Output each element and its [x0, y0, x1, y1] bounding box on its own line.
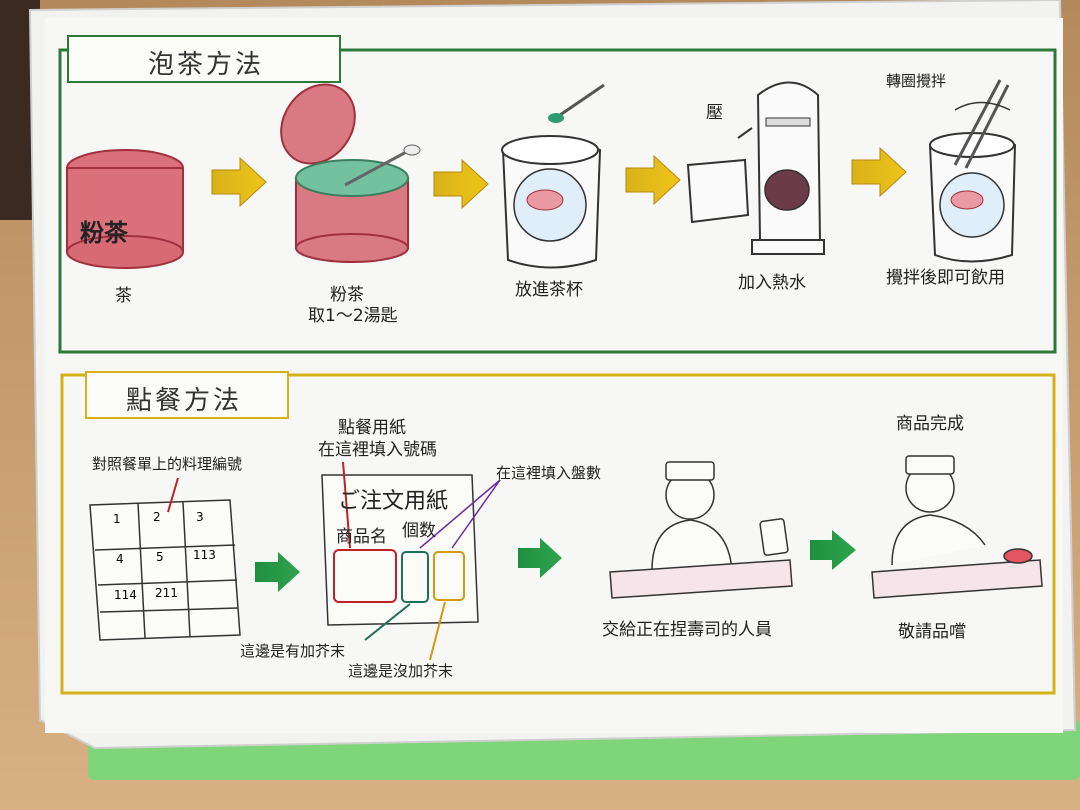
stirring-cup-icon [928, 79, 1017, 263]
order-section-tab [85, 371, 289, 419]
tea-step-2-label: 粉茶 [330, 285, 364, 305]
tea-section-tab [67, 35, 341, 83]
menu-number: 113 [193, 548, 216, 562]
tea-section-title: 泡茶方法 [148, 50, 265, 80]
handover-label: 交給正在捏壽司的人員 [602, 620, 772, 640]
pointer-arrow [364, 603, 411, 641]
menu-number: 3 [196, 510, 204, 524]
menu-number: 5 [156, 550, 164, 564]
open-can-icon [280, 83, 421, 263]
tea-step-3-label: 放進茶杯 [515, 280, 583, 300]
order-section-title: 點餐方法 [126, 386, 243, 416]
menu-number: 1 [113, 512, 121, 526]
order-form-icon [321, 474, 479, 626]
tea-step-4-label: 加入熱水 [738, 273, 806, 293]
form-col-count: 個数 [402, 521, 436, 541]
wasabi-no-label: 這邊是沒加芥末 [348, 662, 454, 680]
pointer-arrow [342, 461, 351, 549]
tea-step-1-label: 茶 [115, 286, 132, 306]
menu-number: 4 [116, 552, 124, 566]
form-title: ご注文用紙 [338, 489, 449, 514]
menu-number: 2 [153, 510, 161, 524]
arrow-icon [518, 538, 562, 578]
tea-step-2-sublabel: 取1～2湯匙 [308, 306, 398, 326]
order-section-frame [60, 373, 1056, 695]
arrow-icon [211, 156, 267, 208]
tea-cup-icon [501, 83, 605, 269]
arrow-icon [433, 158, 489, 210]
can-text: 粉茶 [80, 219, 128, 247]
arrow-icon [255, 552, 300, 592]
pointer-arrow [167, 477, 179, 513]
menu-label: 對照餐單上的料理編號 [92, 455, 243, 473]
menu-number: 211 [155, 586, 178, 600]
pointer-arrow [429, 601, 446, 661]
menu-number: 114 [114, 588, 137, 602]
enjoy-label: 敬請品嚐 [898, 622, 966, 642]
menu-grid-icon [89, 499, 241, 641]
stir-label: 轉圈攪拌 [886, 72, 947, 90]
wasabi-yes-label: 這邊是有加芥末 [240, 642, 346, 660]
tea-step-5-label: 攪拌後即可飲用 [886, 268, 1005, 288]
arrow-icon [851, 146, 907, 198]
tea-section-frame [58, 48, 1057, 354]
form-col-name: 商品名 [336, 527, 387, 547]
tea-can-icon [66, 149, 184, 269]
sushi-chef-icon [871, 455, 1043, 599]
hot-water-dispenser-icon [686, 81, 825, 255]
sushi-chef-icon [609, 461, 793, 599]
paper-label-1: 點餐用紙 [338, 418, 406, 438]
press-label: 壓 [706, 103, 723, 123]
arrow-icon [625, 154, 681, 206]
done-label: 商品完成 [896, 414, 964, 434]
arrow-icon [810, 530, 856, 570]
pointer-arrow [419, 479, 501, 549]
paper-label-2: 在這裡填入號碼 [318, 440, 437, 460]
count-label: 在這裡填入盤數 [496, 464, 602, 482]
